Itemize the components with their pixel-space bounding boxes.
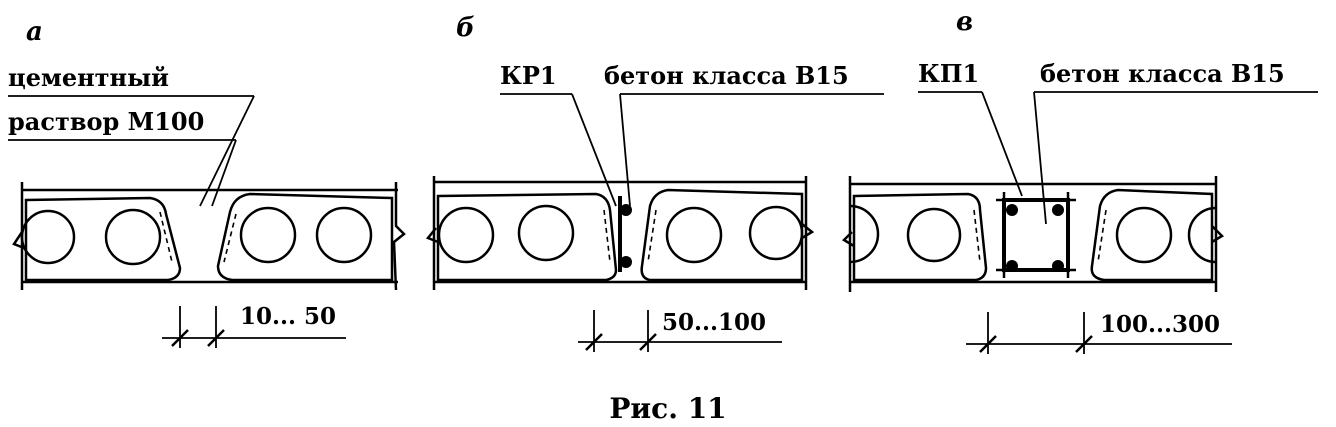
panel-a-letter: а bbox=[26, 17, 43, 47]
panel-b-break-right bbox=[801, 223, 815, 240]
panel-b-bar-top bbox=[620, 204, 632, 216]
panel-b-letter: б bbox=[456, 13, 475, 43]
panel-b-break-left bbox=[425, 227, 439, 244]
panel-c-dimension: 100...300 bbox=[1100, 311, 1220, 338]
panel-c-break-left bbox=[841, 231, 855, 248]
panel-a-label-2: раствор М100 bbox=[8, 107, 204, 136]
panel-b-bar-bottom bbox=[620, 256, 632, 268]
panel-c-letter: в bbox=[956, 7, 973, 37]
panel-b-void-2 bbox=[517, 204, 575, 262]
panel-a-dim-tick-left bbox=[171, 329, 189, 347]
panel-c-break-right bbox=[1211, 225, 1225, 244]
panel-a-leader-2 bbox=[211, 139, 237, 207]
panel-a-leader-1 bbox=[199, 95, 255, 207]
panel-b-left-slab bbox=[436, 192, 618, 282]
panel-c-void-3 bbox=[1115, 206, 1173, 264]
panel-a-void-3 bbox=[239, 206, 297, 264]
panel-c-key-left bbox=[973, 209, 981, 263]
panel-c-leader-2 bbox=[1033, 91, 1047, 225]
panel-c-label-2: бетон класса В15 bbox=[1040, 59, 1285, 88]
panel-c-left-slab bbox=[852, 192, 988, 282]
panel-a-key-left bbox=[159, 211, 173, 263]
panel-a-right-slab bbox=[216, 192, 394, 282]
panel-b-void-3 bbox=[665, 206, 723, 264]
panel-b-leader-2 bbox=[619, 93, 631, 207]
panel-a-dim-tick-right bbox=[207, 329, 225, 347]
panel-c-leader-1 bbox=[981, 91, 1023, 197]
panel-a-key-right bbox=[223, 213, 237, 263]
panel-b-leader-1 bbox=[571, 93, 617, 207]
panel-b-void-4 bbox=[748, 205, 804, 261]
panel-a-left-slab bbox=[24, 196, 182, 282]
panel-b-void-1 bbox=[437, 206, 495, 264]
panel-a-dimension: 10... 50 bbox=[240, 303, 336, 330]
panel-a-break-right bbox=[392, 182, 406, 291]
panel-b-label-1: КР1 bbox=[500, 61, 557, 90]
figure-caption: Рис. 11 bbox=[609, 392, 726, 425]
panel-c-void-1 bbox=[849, 204, 880, 264]
panel-c: в КП1 бетон класса В15 bbox=[841, 7, 1318, 354]
panel-c-dim-tick-left bbox=[979, 335, 997, 353]
panel-c-bar-4 bbox=[1052, 260, 1064, 272]
panel-c-void-2 bbox=[906, 207, 962, 263]
panel-a-void-1 bbox=[20, 209, 76, 265]
panel-c-bar-3 bbox=[1006, 260, 1018, 272]
panel-a-break-left bbox=[12, 231, 25, 250]
panel-c-right-slab bbox=[1090, 188, 1214, 282]
panel-b-dim-tick-right bbox=[639, 333, 657, 351]
panel-a-void-2 bbox=[104, 208, 162, 266]
panel-b-dim-tick-left bbox=[585, 333, 603, 351]
panel-c-dim-tick-right bbox=[1075, 335, 1093, 353]
panel-b-label-2: бетон класса В15 bbox=[604, 61, 849, 90]
panel-b-right-slab bbox=[640, 188, 804, 282]
panel-c-label-1: КП1 bbox=[918, 59, 979, 88]
panel-b-dimension: 50...100 bbox=[662, 309, 766, 336]
panel-c-bar-2 bbox=[1052, 204, 1064, 216]
panel-c-bar-1 bbox=[1006, 204, 1018, 216]
panel-b: б КР1 бетон класса В15 50...100 bbox=[425, 13, 884, 352]
panel-a: а цементный раствор М100 10... 50 bbox=[8, 17, 406, 348]
panel-a-label-1: цементный bbox=[8, 63, 169, 92]
panel-c-void-4 bbox=[1187, 206, 1217, 264]
panel-b-key-left bbox=[603, 209, 611, 263]
panel-a-void-4 bbox=[315, 206, 373, 264]
